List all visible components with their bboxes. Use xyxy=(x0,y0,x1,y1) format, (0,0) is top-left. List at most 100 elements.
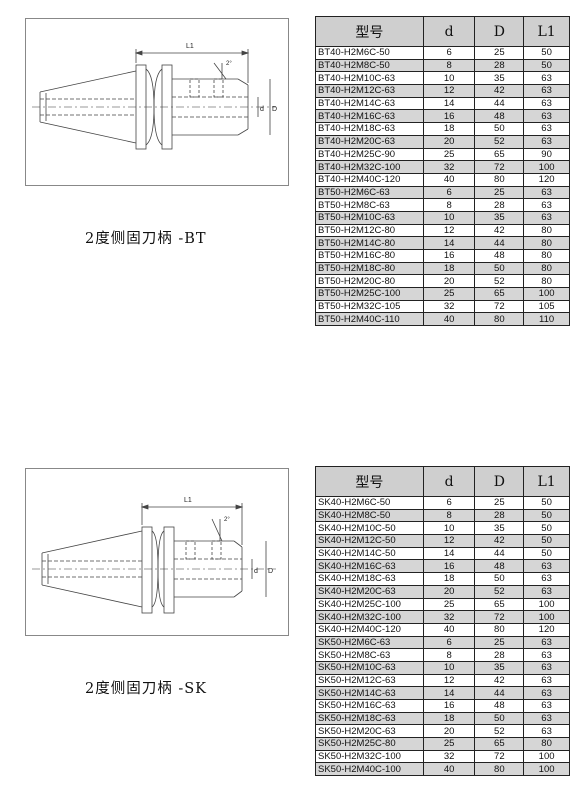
header-D: D xyxy=(474,16,525,47)
cell-model: SK50-H2M32C-100 xyxy=(315,749,424,764)
cell-model: BT40-H2M20C-63 xyxy=(315,134,424,149)
cell-L1: 63 xyxy=(523,635,570,650)
cell-D: 72 xyxy=(474,749,525,764)
cell-d: 32 xyxy=(422,299,476,314)
cell-L1: 80 xyxy=(523,223,570,238)
cell-d: 32 xyxy=(422,610,476,624)
cell-d: 25 xyxy=(422,737,476,751)
cell-D: 42 xyxy=(474,534,525,548)
cell-D: 80 xyxy=(474,172,525,187)
cell-model: BT50-H2M6C-63 xyxy=(315,185,424,200)
cell-D: 52 xyxy=(474,724,525,739)
table-header-row: 型号 d D L1 xyxy=(315,16,570,47)
bt-holder-drawing-svg: L1 2° d D xyxy=(32,43,277,150)
cell-D: 72 xyxy=(474,299,525,314)
cell-model: BT50-H2M14C-80 xyxy=(315,236,424,250)
cell-D: 52 xyxy=(474,274,525,289)
cell-L1: 50 xyxy=(523,534,570,548)
header-L1: L1 xyxy=(523,16,570,47)
cell-D: 50 xyxy=(474,122,525,136)
cell-d: 6 xyxy=(422,46,476,60)
cell-d: 14 xyxy=(422,236,476,250)
cell-D: 25 xyxy=(474,496,525,510)
cell-L1: 100 xyxy=(523,160,570,174)
sk-caption: 2度侧固刀柄 -SK xyxy=(85,681,207,697)
cell-D: 25 xyxy=(474,46,525,60)
cell-d: 8 xyxy=(422,58,476,73)
cell-model: BT50-H2M32C-105 xyxy=(315,299,424,314)
cell-model: SK50-H2M18C-63 xyxy=(315,711,424,726)
cell-model: BT40-H2M25C-90 xyxy=(315,147,424,162)
cell-model: SK40-H2M20C-63 xyxy=(315,584,424,599)
cell-model: BT40-H2M18C-63 xyxy=(315,122,424,136)
cell-d: 32 xyxy=(422,160,476,174)
cell-model: SK50-H2M20C-63 xyxy=(315,724,424,739)
cell-d: 10 xyxy=(422,71,476,86)
cell-D: 72 xyxy=(474,610,525,624)
cell-L1: 50 xyxy=(523,546,570,561)
cell-D: 50 xyxy=(474,711,525,726)
bt-dim-big-d-label: D xyxy=(272,106,277,113)
table-header-row: 型号 d D L1 xyxy=(315,466,570,497)
cell-d: 18 xyxy=(422,572,476,586)
cell-D: 52 xyxy=(474,584,525,599)
sk-holder-drawing: L1 2° d D xyxy=(25,468,289,636)
cell-D: 48 xyxy=(474,109,525,124)
cell-d: 8 xyxy=(422,198,476,212)
cell-D: 65 xyxy=(474,147,525,162)
cell-D: 35 xyxy=(474,210,525,225)
cell-L1: 50 xyxy=(523,508,570,523)
cell-model: BT40-H2M14C-63 xyxy=(315,96,424,111)
cell-L1: 63 xyxy=(523,84,570,98)
cell-d: 25 xyxy=(422,147,476,162)
cell-D: 35 xyxy=(474,660,525,675)
cell-D: 44 xyxy=(474,546,525,561)
cell-model: SK40-H2M12C-50 xyxy=(315,534,424,548)
cell-model: BT50-H2M10C-63 xyxy=(315,210,424,225)
cell-d: 20 xyxy=(422,134,476,149)
cell-d: 10 xyxy=(422,210,476,225)
cell-D: 48 xyxy=(474,249,525,263)
sk-dim-small-d-label: d xyxy=(254,568,258,575)
cell-model: SK40-H2M8C-50 xyxy=(315,508,424,523)
cell-L1: 63 xyxy=(523,724,570,739)
cell-L1: 63 xyxy=(523,711,570,726)
cell-d: 14 xyxy=(422,686,476,700)
cell-D: 80 xyxy=(474,622,525,637)
header-L1: L1 xyxy=(523,466,570,497)
cell-d: 40 xyxy=(422,172,476,187)
cell-D: 28 xyxy=(474,648,525,662)
cell-d: 6 xyxy=(422,185,476,200)
sk-dim-angle-label: 2° xyxy=(224,517,230,523)
cell-D: 44 xyxy=(474,236,525,250)
cell-L1: 120 xyxy=(523,172,570,187)
header-model: 型号 xyxy=(315,466,424,497)
cell-d: 12 xyxy=(422,84,476,98)
cell-model: SK40-H2M40C-120 xyxy=(315,622,424,637)
cell-model: SK50-H2M25C-80 xyxy=(315,737,424,751)
cell-model: SK50-H2M16C-63 xyxy=(315,699,424,713)
cell-D: 35 xyxy=(474,521,525,536)
cell-model: SK40-H2M10C-50 xyxy=(315,521,424,536)
cell-D: 35 xyxy=(474,71,525,86)
cell-model: BT40-H2M10C-63 xyxy=(315,71,424,86)
cell-d: 40 xyxy=(422,762,476,777)
cell-L1: 80 xyxy=(523,236,570,250)
cell-D: 48 xyxy=(474,559,525,574)
cell-model: BT40-H2M32C-100 xyxy=(315,160,424,174)
